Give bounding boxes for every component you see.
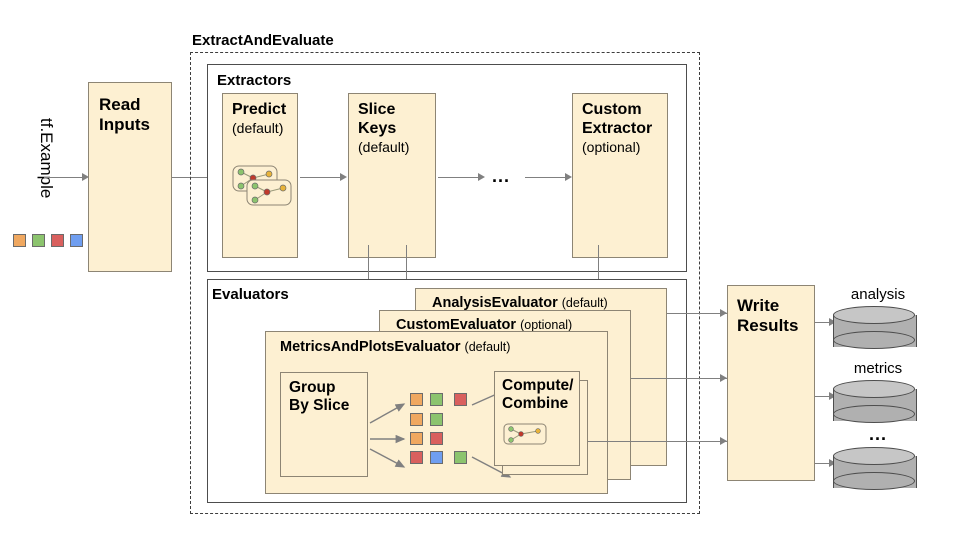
arrowhead xyxy=(829,459,836,467)
slice-chip-grid xyxy=(410,393,482,464)
predict-label: Predict (default) xyxy=(223,94,297,139)
arrowhead xyxy=(565,173,572,181)
arrow-ellipsis-to-custom-extractor xyxy=(525,177,567,178)
input-chip xyxy=(51,234,64,247)
slice-chip xyxy=(430,413,443,426)
arrowhead xyxy=(829,318,836,326)
graph-cards-icon xyxy=(232,165,292,206)
input-stream-label: tf.Example xyxy=(37,118,56,199)
slice-chip xyxy=(454,393,467,406)
extract-and-evaluate-boundary xyxy=(190,52,700,514)
metrics-evaluator-name: MetricsAndPlotsEvaluator xyxy=(280,339,461,355)
input-chip xyxy=(70,234,83,247)
arrowhead xyxy=(720,437,727,445)
line-write-to-analysis xyxy=(815,322,835,323)
cylinder-bottom xyxy=(833,331,915,349)
database-icon xyxy=(833,306,917,350)
input-chip xyxy=(32,234,45,247)
graph-icon xyxy=(503,423,547,445)
slice-chip xyxy=(410,432,423,445)
cylinder-top xyxy=(833,380,915,398)
read-inputs-box[interactable]: Read Inputs xyxy=(88,82,172,272)
custom-evaluator-label: CustomEvaluator (optional) xyxy=(380,311,630,334)
metrics-evaluator-qualifier: (default) xyxy=(464,340,511,354)
line-write-to-metrics xyxy=(815,396,835,397)
analysis-evaluator-label: AnalysisEvaluator (default) xyxy=(416,289,666,312)
arrowhead xyxy=(340,173,347,181)
connector-custom-extractor-to-analysis xyxy=(598,245,599,293)
evaluators-title: Evaluators xyxy=(212,286,289,303)
arrow-read-to-extract xyxy=(172,177,212,178)
read-inputs-label: Read Inputs xyxy=(99,95,150,135)
slice-chip xyxy=(410,393,423,406)
compute-combine-box[interactable]: Compute/Combine xyxy=(494,371,580,466)
extractor-node-predict[interactable]: Predict (default) xyxy=(222,93,298,258)
arrowhead xyxy=(720,374,727,382)
arrow-predict-to-slicekeys xyxy=(300,177,342,178)
input-chip-row xyxy=(13,234,83,250)
cylinder-bottom xyxy=(833,472,915,490)
slice-chip xyxy=(430,432,443,445)
line-write-to-more xyxy=(815,463,835,464)
slice-keys-qualifier: (default) xyxy=(358,138,410,155)
custom-extractor-qualifier: (optional) xyxy=(582,138,641,155)
write-results-box[interactable]: Write Results xyxy=(727,285,815,481)
line-custom-to-write xyxy=(631,378,727,379)
output-label-metrics: metrics xyxy=(853,360,903,377)
arrowhead xyxy=(720,309,727,317)
arrowhead xyxy=(82,173,89,181)
slice-chip xyxy=(430,393,443,406)
cylinder-top xyxy=(833,447,915,465)
output-label-analysis: analysis xyxy=(850,286,906,303)
cylinder-top xyxy=(833,306,915,324)
arrow-input-to-read xyxy=(44,177,84,178)
arrowhead xyxy=(478,173,485,181)
database-icon xyxy=(833,447,917,491)
slice-chip xyxy=(430,451,443,464)
cylinder-bottom xyxy=(833,405,915,423)
output-label-more: ... xyxy=(868,424,887,444)
arrowhead xyxy=(829,392,836,400)
custom-evaluator-qualifier: (optional) xyxy=(520,318,573,332)
line-metrics-to-write xyxy=(588,441,727,442)
slice-chip xyxy=(410,451,423,464)
input-chip xyxy=(13,234,26,247)
extractors-title: Extractors xyxy=(217,72,292,89)
slice-chip xyxy=(410,413,423,426)
custom-evaluator-name: CustomEvaluator xyxy=(396,317,517,333)
line-analysis-to-write xyxy=(667,313,727,314)
predict-name: Predict xyxy=(232,101,287,118)
compute-combine-label: Compute/Combine xyxy=(502,377,574,413)
arrow-slicekeys-to-ellipsis xyxy=(438,177,480,178)
extract-and-evaluate-title: ExtractAndEvaluate xyxy=(192,32,334,49)
database-icon xyxy=(833,380,917,424)
slice-chip xyxy=(454,451,467,464)
predict-qualifier: (default) xyxy=(232,119,284,136)
write-results-label: Write Results xyxy=(737,296,799,336)
extractors-ellipsis: ... xyxy=(492,166,511,186)
metrics-evaluator-label: MetricsAndPlotsEvaluator (default) xyxy=(266,332,607,356)
analysis-evaluator-name: AnalysisEvaluator xyxy=(432,295,558,311)
analysis-evaluator-qualifier: (default) xyxy=(561,296,608,310)
